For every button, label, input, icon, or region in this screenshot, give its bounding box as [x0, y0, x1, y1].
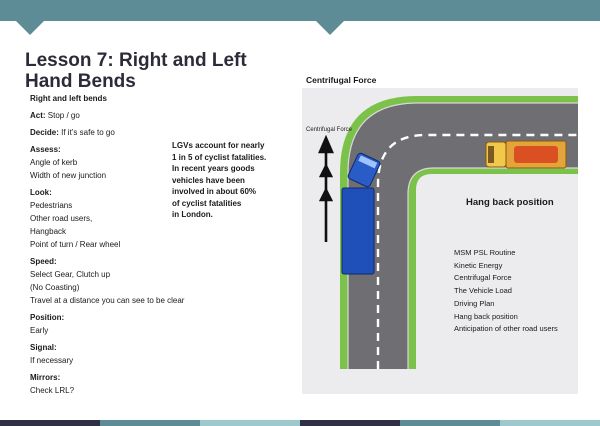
banner-notch-center: [316, 21, 344, 35]
footer-segment: [100, 420, 200, 426]
topic-item: MSM PSL Routine: [454, 248, 516, 257]
blue-lorry-trailer: [341, 187, 375, 275]
checklist-heading: Decide:: [30, 128, 59, 137]
checklist-item: Width of new junction: [30, 171, 107, 180]
banner-notch-left: [16, 21, 44, 35]
checklist-heading: Signal:: [30, 343, 57, 352]
checklist-item: Select Gear, Clutch up: [30, 270, 111, 279]
inner-kerb: [407, 167, 578, 369]
road-surface: [348, 103, 578, 369]
top-banner: [0, 0, 600, 21]
topic-item: Kinetic Energy: [454, 260, 503, 270]
checklist-heading: Act:: [30, 111, 46, 120]
force-arrow-label: Centrifugal Force: [306, 127, 353, 133]
topic-item: Centrifugal Force: [454, 273, 512, 283]
topic-item: Hang back position: [454, 311, 518, 321]
hang-back-label: Hang back position: [466, 197, 554, 208]
topic-item: The Vehicle Load: [454, 286, 512, 296]
checklist-item: Angle of kerb: [30, 158, 78, 167]
footer-segment: [300, 420, 400, 426]
checklist-item: Decide: If it’s safe to go: [30, 126, 260, 139]
centrifugal-force-arrow: [318, 134, 334, 242]
callout-line: of cyclist fatalities: [172, 198, 242, 208]
callout-line: vehicles have been: [172, 175, 245, 185]
footer-segment: [0, 420, 100, 426]
callout-line: LGVs account for nearly: [172, 141, 265, 150]
callout-line: In recent years goods: [172, 164, 255, 173]
yellow-lorry-heat: [514, 146, 558, 163]
checklist-item: (No Coasting): [30, 283, 80, 292]
checklist-heading: Mirrors:: [30, 373, 61, 382]
checklist-item: Early: [30, 326, 49, 335]
checklist-item: Point of turn / Rear wheel: [30, 240, 121, 249]
checklist-item: Check LRL?: [30, 386, 75, 395]
page-title: Lesson 7: Right and Left Hand Bends: [25, 50, 247, 92]
checklist-heading: Look:: [30, 188, 52, 197]
topic-item: Driving Plan: [454, 298, 495, 308]
topic-item: Anticipation of other road users: [454, 324, 558, 334]
checklist-heading: Speed:: [30, 257, 57, 266]
checklist-item: Pedestrians: [30, 201, 73, 210]
footer-segment: [500, 420, 600, 426]
checklist-heading: Right and left bends: [30, 94, 107, 103]
checklist-heading: Position:: [30, 313, 65, 322]
yellow-lorry-windscreen: [488, 146, 494, 163]
footer-bar: [0, 420, 600, 426]
checklist-item: Travel at a distance you can see to be c…: [30, 296, 185, 305]
bend-diagram: Centrifugal Force: [302, 88, 578, 394]
checklist-item: Hangback: [30, 227, 67, 236]
callout-line: 1 in 5 of cyclist fatalities.: [172, 152, 267, 162]
statistic-callout: LGVs account for nearly 1 in 5 of cyclist…: [172, 140, 292, 221]
footer-segment: [400, 420, 500, 426]
footer-segment: [200, 420, 300, 426]
callout-line: involved in about 60%: [172, 187, 257, 196]
checklist-item: Act: Stop / go: [30, 109, 260, 122]
callout-line: in London.: [172, 210, 213, 219]
checklist-item: Other road users,: [30, 214, 93, 223]
centre-line: [376, 133, 578, 369]
diagram-title: Centrifugal Force: [306, 75, 377, 85]
checklist-item: If it’s safe to go: [58, 128, 115, 137]
checklist-item: Stop / go: [45, 111, 80, 120]
blue-lorry-cab: [347, 152, 381, 188]
checklist-item: If necessary: [30, 356, 74, 365]
checklist-heading: Assess:: [30, 145, 61, 154]
outer-kerb: [347, 102, 578, 369]
